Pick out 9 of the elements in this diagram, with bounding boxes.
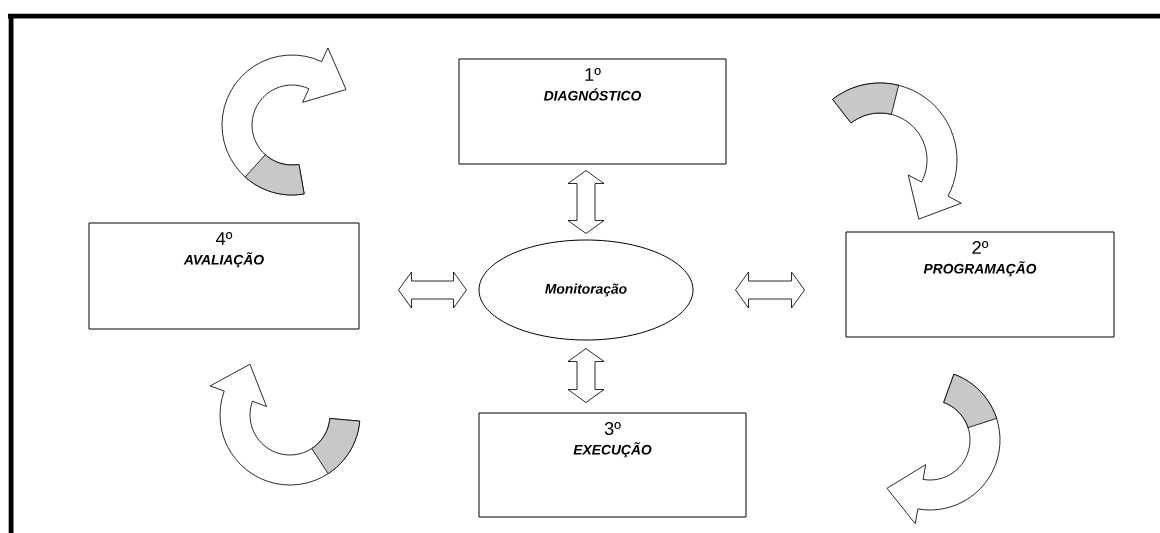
process-box: 3º EXECUÇÃO	[478, 412, 747, 518]
oval-node: Monitoração	[478, 239, 694, 341]
double-arrow	[567, 348, 605, 403]
process-box: 2º PROGRAMAÇÃO	[845, 231, 1115, 338]
process-box: 4º AVALIAÇÃO	[88, 222, 360, 330]
double-arrow	[567, 170, 605, 234]
double-arrow	[398, 271, 467, 309]
process-box: 1º DIAGNÓSTICO	[458, 58, 727, 165]
double-arrow	[735, 271, 805, 309]
